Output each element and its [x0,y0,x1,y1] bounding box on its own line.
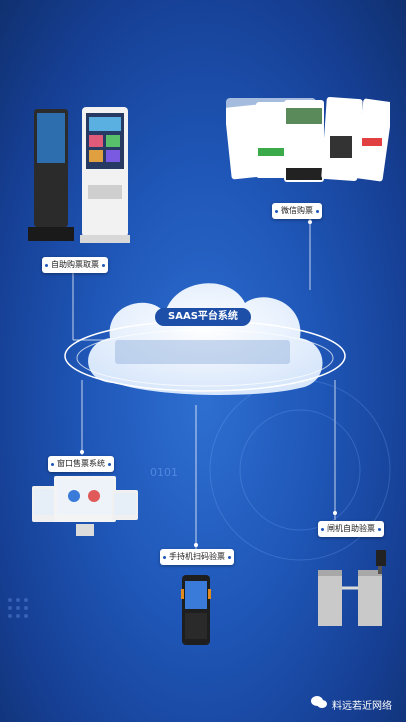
cloud-title: SAAS平台系统 [155,308,251,326]
dot [333,511,337,515]
dot [194,543,198,547]
cloud-shape [64,283,346,395]
wechat-icon [311,696,327,708]
dot [80,450,84,454]
handheld-image [181,575,211,645]
label-gate: 闸机自助验票 [318,521,384,537]
monitors-image [32,476,138,536]
blurred-text [115,340,290,364]
label-wechat: 微信购票 [272,203,322,219]
gate-image [318,550,386,626]
dot [308,220,312,224]
label-handheld: 手持机扫码验票 [160,549,234,565]
label-window: 窗口售票系统 [48,456,114,472]
phones-image [226,97,390,182]
label-kiosk: 自助购票取票 [42,257,108,273]
binary-decoration: 0101 [150,466,178,479]
watermark-text: 料远若近网络 [332,701,392,712]
kiosk-image [28,107,130,243]
